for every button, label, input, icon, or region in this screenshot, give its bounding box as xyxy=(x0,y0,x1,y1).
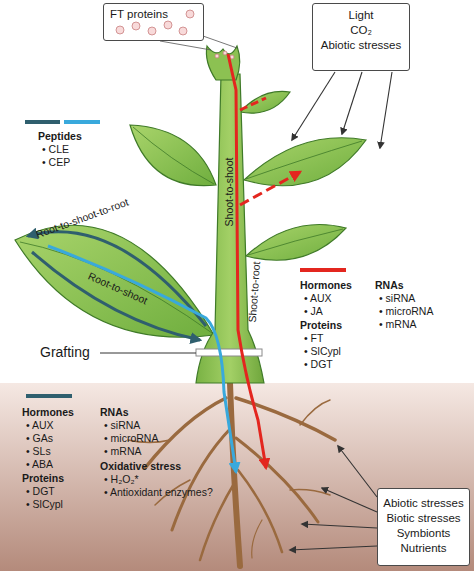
leaf xyxy=(240,91,290,113)
list-item: • SLs xyxy=(26,445,51,457)
list-item: • SlCypl xyxy=(26,498,63,510)
list-item: • microRNA xyxy=(379,305,433,317)
roots xyxy=(128,383,335,566)
root-hair xyxy=(300,400,330,425)
group-heading: RNAs xyxy=(100,406,129,418)
signal-path xyxy=(240,172,300,205)
list-item: • Antioxidant enzymes? xyxy=(104,486,213,498)
midrib xyxy=(20,242,212,333)
list-item: • CEP xyxy=(42,156,70,168)
arrow xyxy=(322,488,377,512)
list-item: • JA xyxy=(304,305,323,317)
group-heading: RNAs xyxy=(375,279,404,291)
taproot xyxy=(230,383,240,566)
lateral-root xyxy=(236,398,335,440)
stress-arrows xyxy=(290,72,392,550)
pathway-label: Shoot-to-shoot xyxy=(223,158,235,227)
graft-union xyxy=(196,349,262,356)
list-item: • GAs xyxy=(26,432,53,444)
list-item: • ABA xyxy=(26,458,53,470)
list-item: • CLE xyxy=(42,143,69,155)
box-text: FT proteins xyxy=(110,7,197,22)
midrib xyxy=(248,229,343,255)
leaf-veins xyxy=(20,127,362,333)
box-text: CO₂ xyxy=(316,23,406,38)
leaf xyxy=(15,225,214,337)
root-hair xyxy=(252,520,262,558)
list-item: • siRNA xyxy=(104,419,140,431)
group-heading: Proteins xyxy=(22,472,64,484)
arrow xyxy=(292,72,335,140)
leaf xyxy=(130,125,216,186)
legend-line xyxy=(64,120,100,124)
protein-dot xyxy=(230,55,234,59)
box-text: Light xyxy=(316,8,406,23)
protein-dot xyxy=(215,54,219,58)
lateral-root xyxy=(238,470,282,552)
group-heading: Hormones xyxy=(22,406,74,418)
box-text: Symbionts xyxy=(380,526,467,541)
list-item: • DGT xyxy=(26,485,55,497)
legend-line xyxy=(300,268,346,272)
signal-path xyxy=(228,54,266,468)
box-text: Biotic stresses xyxy=(380,511,467,526)
text-box: LightCO₂Abiotic stresses xyxy=(312,3,410,71)
box-text: Abiotic stresses xyxy=(316,38,406,53)
group-heading: Oxidative stress xyxy=(100,460,181,472)
signal-path xyxy=(32,252,200,340)
list-item: • DGT xyxy=(304,358,333,370)
leaves xyxy=(15,91,366,337)
text-box: Abiotic stressesBiotic stressesSymbionts… xyxy=(377,488,470,566)
protein-dot xyxy=(223,51,227,55)
group-heading: Hormones xyxy=(300,279,352,291)
midrib xyxy=(246,141,362,179)
signal-path xyxy=(240,98,266,110)
signal-path xyxy=(28,232,206,326)
list-item: • mRNA xyxy=(379,318,417,330)
list-item: • microRNA xyxy=(104,432,158,444)
leaf xyxy=(246,225,346,261)
midrib xyxy=(133,127,214,184)
group-heading: Proteins xyxy=(300,319,342,331)
zoom-line xyxy=(203,36,237,48)
arrow xyxy=(302,524,377,528)
stem xyxy=(196,74,264,383)
soil xyxy=(0,383,474,571)
arrow xyxy=(342,72,362,134)
arrow xyxy=(290,546,377,550)
box-text: Abiotic stresses xyxy=(380,496,467,511)
legend-line xyxy=(26,394,72,398)
part-label: Grafting xyxy=(40,344,90,361)
flower-bud xyxy=(206,46,239,80)
list-item: • AUX xyxy=(304,292,332,304)
list-item: • mRNA xyxy=(104,445,142,457)
list-item: • AUX xyxy=(26,419,54,431)
leaf xyxy=(244,138,366,186)
zoom-line xyxy=(160,41,211,50)
legend-line xyxy=(25,120,60,124)
list-item: • siRNA xyxy=(379,292,415,304)
list-item: • FT xyxy=(304,332,323,344)
list-item: • H₂O₂* xyxy=(104,473,139,485)
leader-line xyxy=(100,353,196,354)
pathway-label: Shoot-to-root xyxy=(246,261,262,323)
arrow xyxy=(380,72,392,148)
group-heading: Peptides xyxy=(38,130,82,142)
root-hair xyxy=(290,490,330,495)
text-box: FT proteins xyxy=(103,3,204,41)
lateral-root xyxy=(172,428,231,530)
lateral-root xyxy=(236,438,318,522)
list-item: • SlCypl xyxy=(304,345,341,357)
box-text: Nutrients xyxy=(380,541,467,556)
arrow xyxy=(338,446,377,497)
